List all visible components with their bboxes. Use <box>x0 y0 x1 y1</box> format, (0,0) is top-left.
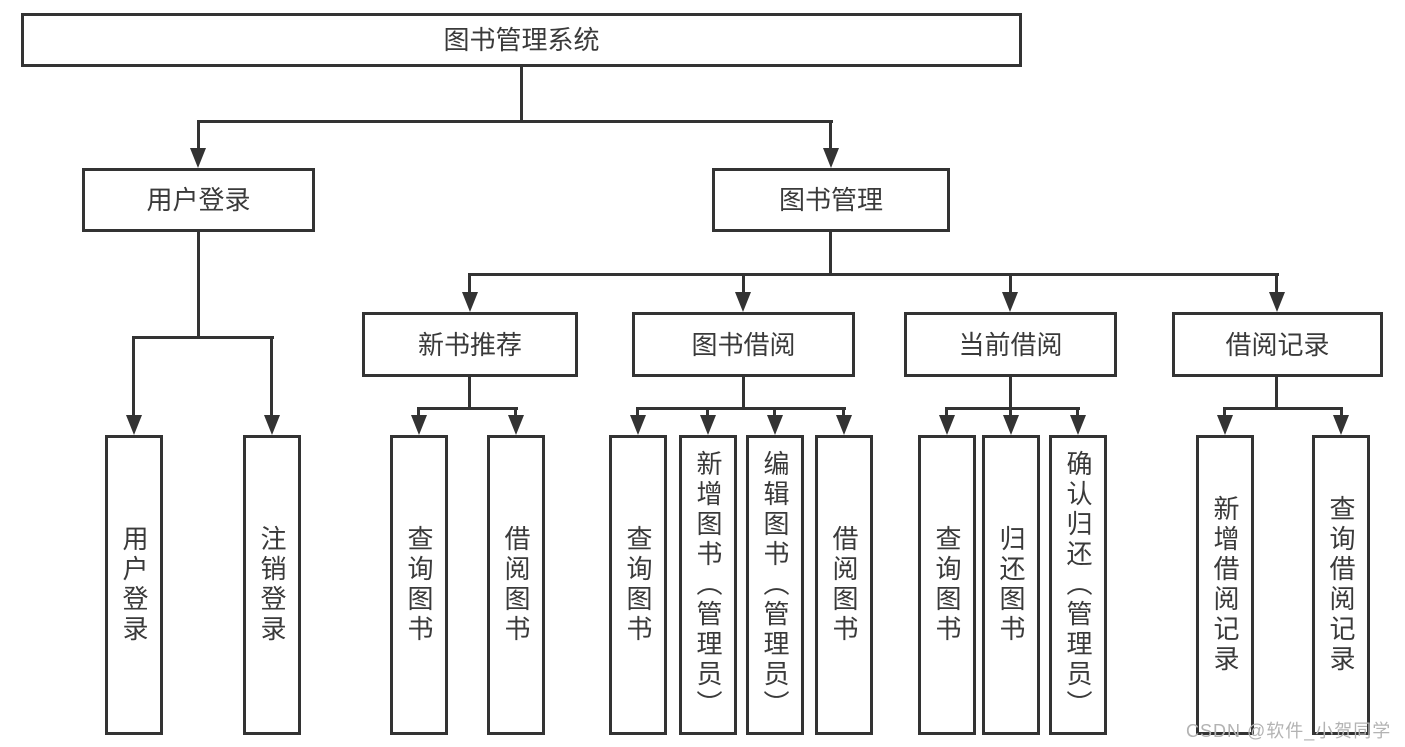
node-book-management: 图书管理 <box>712 168 950 232</box>
arrow-down-icon <box>630 415 646 435</box>
node-borrow-books: 借阅图书 <box>815 435 873 735</box>
arrow-down-icon <box>1333 415 1349 435</box>
node-current-borrowing: 当前借阅 <box>904 312 1117 377</box>
arrow-down-icon <box>1070 415 1086 435</box>
node-query-books: 查询图书 <box>918 435 976 735</box>
node-label: 新增借阅记录 <box>1210 495 1240 675</box>
node-label: 借阅记录 <box>1225 329 1330 360</box>
connector-line <box>1009 407 1012 419</box>
connector-line <box>468 377 471 410</box>
arrow-down-icon <box>939 415 955 435</box>
node-query-books: 查询图书 <box>609 435 667 735</box>
connector-line <box>829 120 832 152</box>
arrow-down-icon <box>126 415 142 435</box>
node-label: 归还图书 <box>996 525 1026 645</box>
connector-line <box>706 407 709 419</box>
node-confirm-return-admin: 确认归还（管理员） <box>1049 435 1107 735</box>
connector-line <box>1340 407 1343 419</box>
node-user-login: 用户登录 <box>82 168 315 232</box>
connector-line <box>636 407 639 419</box>
node-new-book-recommendation: 新书推荐 <box>362 312 578 377</box>
node-label: 确认归还（管理员） <box>1063 450 1093 720</box>
connector-line <box>842 407 845 419</box>
node-label: 图书管理 <box>778 185 883 215</box>
connector-line <box>468 273 1279 276</box>
arrow-down-icon <box>767 415 783 435</box>
connector-line <box>132 336 274 339</box>
connector-line <box>829 232 832 276</box>
connector-line <box>1076 407 1079 419</box>
connector-line <box>945 407 948 419</box>
csdn-watermark: CSDN @软件_小贺同学 <box>1186 721 1392 741</box>
connector-line <box>417 407 420 419</box>
connector-line <box>1275 377 1278 410</box>
arrow-down-icon <box>508 415 524 435</box>
arrow-down-icon <box>823 148 839 168</box>
connector-line <box>742 273 745 295</box>
node-label: 查询图书 <box>404 525 434 645</box>
connector-line <box>1223 407 1226 419</box>
arrow-down-icon <box>1002 292 1018 312</box>
arrow-down-icon <box>462 292 478 312</box>
node-query-borrow-record: 查询借阅记录 <box>1312 435 1370 735</box>
connector-line <box>520 67 523 123</box>
connector-line <box>514 407 517 419</box>
node-library-management-system: 图书管理系统 <box>21 13 1022 67</box>
connector-line <box>417 407 518 410</box>
connector-line <box>636 407 846 410</box>
node-label: 查询借阅记录 <box>1326 495 1356 675</box>
node-logout-action: 注销登录 <box>243 435 301 735</box>
node-label: 用户登录 <box>146 185 251 215</box>
connector-line <box>945 407 1080 410</box>
connector-line <box>1009 377 1012 410</box>
node-return-books: 归还图书 <box>982 435 1040 735</box>
node-user-login-action: 用户登录 <box>105 435 163 735</box>
node-borrowing-records: 借阅记录 <box>1172 312 1383 377</box>
node-label: 当前借阅 <box>958 329 1063 360</box>
arrow-down-icon <box>735 292 751 312</box>
connector-line <box>197 232 200 339</box>
node-add-borrow-record: 新增借阅记录 <box>1196 435 1254 735</box>
arrow-down-icon <box>700 415 716 435</box>
node-label: 图书借阅 <box>691 329 796 360</box>
connector-line <box>468 273 471 295</box>
node-add-books-admin: 新增图书（管理员） <box>679 435 737 735</box>
node-label: 查询图书 <box>932 525 962 645</box>
arrow-down-icon <box>1217 415 1233 435</box>
connector-line <box>197 120 833 123</box>
connector-line <box>773 407 776 419</box>
arrow-down-icon <box>1003 415 1019 435</box>
node-book-borrowing: 图书借阅 <box>632 312 855 377</box>
node-label: 新增图书（管理员） <box>693 450 723 720</box>
node-label: 查询图书 <box>623 525 653 645</box>
arrow-down-icon <box>190 148 206 168</box>
arrow-down-icon <box>411 415 427 435</box>
node-borrow-books: 借阅图书 <box>487 435 545 735</box>
node-label: 注销登录 <box>257 525 287 645</box>
connector-line <box>270 336 273 418</box>
node-query-books: 查询图书 <box>390 435 448 735</box>
node-label: 借阅图书 <box>501 525 531 645</box>
connector-line <box>1275 273 1278 295</box>
arrow-down-icon <box>836 415 852 435</box>
node-edit-books-admin: 编辑图书（管理员） <box>746 435 804 735</box>
arrow-down-icon <box>264 415 280 435</box>
connector-line <box>1009 273 1012 295</box>
node-label: 图书管理系统 <box>443 25 600 55</box>
node-label: 新书推荐 <box>417 329 522 360</box>
node-label: 编辑图书（管理员） <box>760 450 790 720</box>
connector-line <box>742 377 745 410</box>
connector-line <box>197 120 200 152</box>
connector-line <box>1223 407 1343 410</box>
arrow-down-icon <box>1269 292 1285 312</box>
connector-line <box>132 336 135 418</box>
node-label: 借阅图书 <box>829 525 859 645</box>
node-label: 用户登录 <box>119 525 149 645</box>
